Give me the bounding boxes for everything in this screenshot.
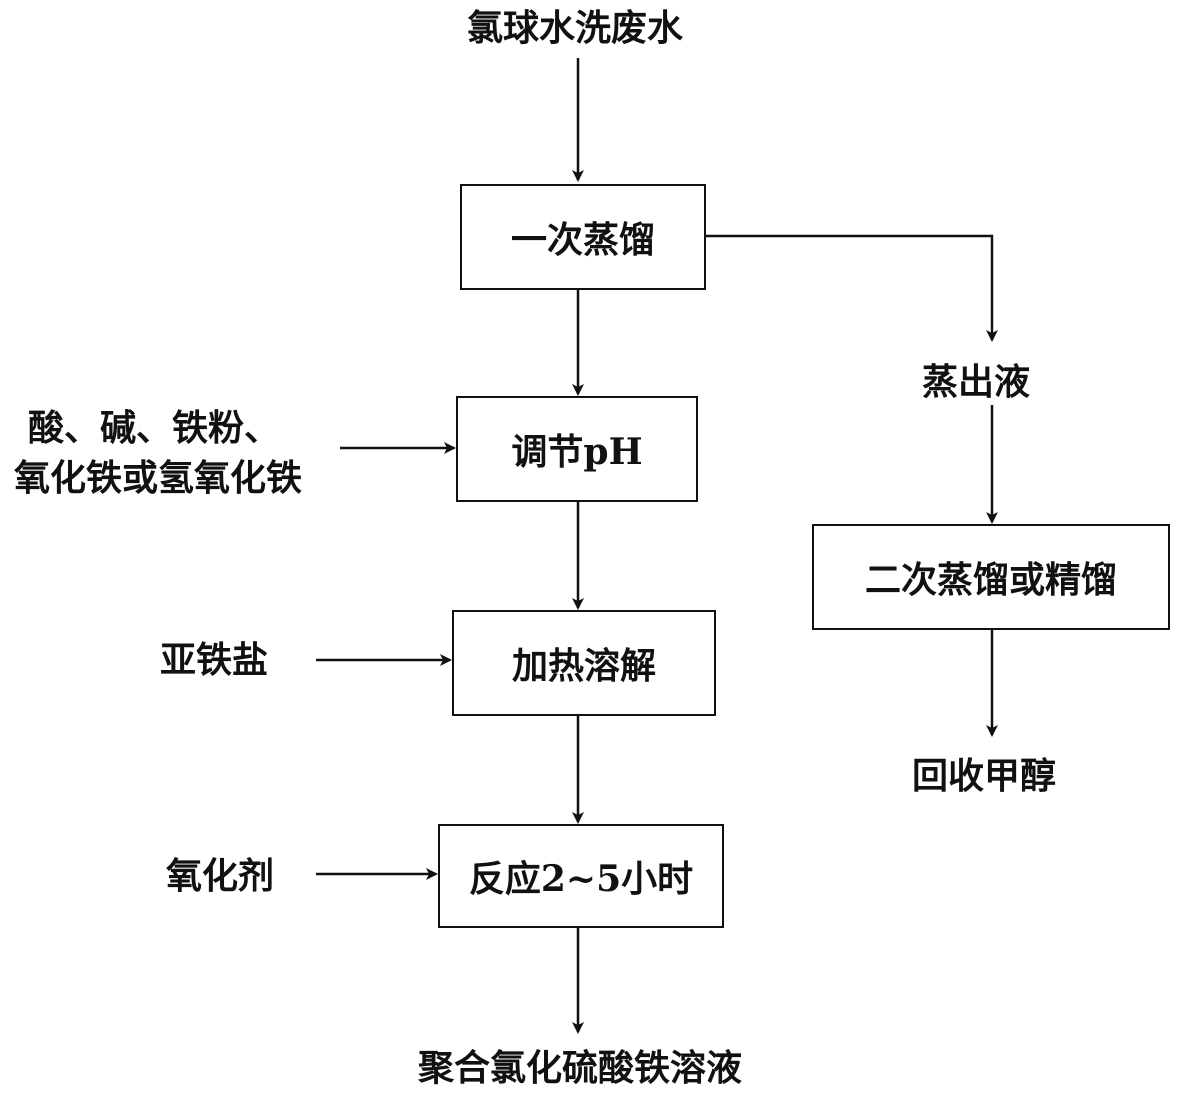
ph-agents-label-line1: 酸、碱、铁粉、 — [28, 407, 281, 449]
second-distill-box: 二次蒸馏或精馏 — [812, 524, 1170, 630]
first-distill-box: 一次蒸馏 — [460, 184, 706, 290]
distillate-label: 蒸出液 — [922, 361, 1031, 403]
ph-agents-label-line2: 氧化铁或氢氧化铁 — [14, 457, 303, 499]
adjust-ph-box: 调节pH — [456, 396, 698, 502]
product-label: 聚合氯化硫酸铁溶液 — [417, 1047, 742, 1089]
source-label: 氯球水洗废水 — [466, 7, 683, 49]
react-box: 反应2~5小时 — [438, 824, 724, 928]
oxidant-label: 氧化剂 — [166, 855, 275, 897]
arrow-first-distill-to-distillate — [706, 234, 998, 342]
heat-dissolve-box: 加热溶解 — [452, 610, 716, 716]
ferrous-salt-label: 亚铁盐 — [160, 639, 269, 681]
recover-methanol-label: 回收甲醇 — [912, 755, 1057, 797]
